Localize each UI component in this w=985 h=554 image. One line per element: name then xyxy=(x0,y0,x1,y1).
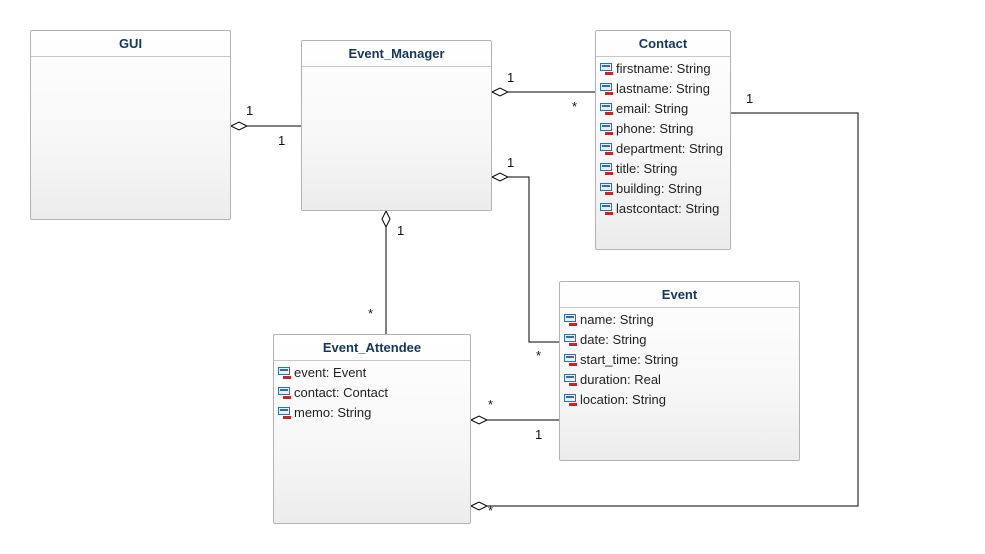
class-title: Event_Manager xyxy=(302,41,491,67)
class-event-attendee[interactable]: Event_Attendee event: Event contact: Con… xyxy=(273,334,471,524)
gui-aggregation-diamond xyxy=(229,121,249,131)
attribute-row[interactable]: title: String xyxy=(596,159,730,179)
attribute-row[interactable]: name: String xyxy=(560,310,799,330)
multiplicity-label: * xyxy=(572,99,578,114)
attribute-row[interactable]: email: String xyxy=(596,99,730,119)
multiplicity-label: * xyxy=(488,503,494,518)
attribute-label: memo: String xyxy=(294,405,372,420)
attribute-row[interactable]: event: Event xyxy=(274,363,470,383)
attribute-label: location: String xyxy=(580,392,666,407)
attribute-field-icon xyxy=(564,394,577,406)
class-title: GUI xyxy=(31,31,230,57)
attribute-field-icon xyxy=(600,63,613,75)
attribute-row[interactable]: building: String xyxy=(596,179,730,199)
attribute-row[interactable]: lastcontact: String xyxy=(596,199,730,219)
em-contact-aggregation-diamond xyxy=(490,87,510,97)
attribute-field-icon xyxy=(278,367,291,379)
attribute-field-icon xyxy=(600,163,613,175)
attribute-label: title: String xyxy=(616,161,678,176)
attribute-label: department: String xyxy=(616,141,723,156)
attribute-field-icon xyxy=(600,143,613,155)
attribute-label: name: String xyxy=(580,312,654,327)
attribute-label: contact: Contact xyxy=(294,385,388,400)
attribute-row[interactable]: contact: Contact xyxy=(274,383,470,403)
multiplicity-label: 1 xyxy=(278,133,286,148)
attribute-label: building: String xyxy=(616,181,702,196)
attribute-label: duration: Real xyxy=(580,372,661,387)
em-event-line xyxy=(508,176,560,343)
attribute-label: date: String xyxy=(580,332,647,347)
attribute-label: start_time: String xyxy=(580,352,679,367)
em-event-aggregation-diamond xyxy=(490,172,510,182)
attribute-row[interactable]: start_time: String xyxy=(560,350,799,370)
attribute-field-icon xyxy=(600,183,613,195)
attribute-field-icon xyxy=(278,407,291,419)
attribute-field-icon xyxy=(600,203,613,215)
attribute-field-icon xyxy=(600,83,613,95)
multiplicity-label: 1 xyxy=(397,223,405,238)
em-ea-aggregation-diamond xyxy=(381,209,391,229)
multiplicity-label: * xyxy=(368,306,374,321)
multiplicity-label: 1 xyxy=(535,427,543,442)
attribute-field-icon xyxy=(564,374,577,386)
attribute-row[interactable]: date: String xyxy=(560,330,799,350)
attribute-row[interactable]: phone: String xyxy=(596,119,730,139)
attribute-row[interactable]: duration: Real xyxy=(560,370,799,390)
class-title: Contact xyxy=(596,31,730,57)
attribute-field-icon xyxy=(564,334,577,346)
attribute-field-icon xyxy=(600,103,613,115)
attribute-row[interactable]: department: String xyxy=(596,139,730,159)
class-title: Event_Attendee xyxy=(274,335,470,361)
attribute-row[interactable]: firstname: String xyxy=(596,59,730,79)
attribute-field-icon xyxy=(564,314,577,326)
attribute-list: event: Event contact: Contact memo: Stri… xyxy=(274,361,470,423)
multiplicity-label: 1 xyxy=(507,155,515,170)
class-gui[interactable]: GUI xyxy=(30,30,231,220)
class-event-manager[interactable]: Event_Manager xyxy=(301,40,492,211)
multiplicity-label: 1 xyxy=(507,70,515,85)
attribute-row[interactable]: memo: String xyxy=(274,403,470,423)
attribute-label: firstname: String xyxy=(616,61,711,76)
attribute-field-icon xyxy=(600,123,613,135)
multiplicity-label: 1 xyxy=(746,91,754,106)
class-title: Event xyxy=(560,282,799,308)
contact-ea-line xyxy=(487,112,859,507)
attribute-field-icon xyxy=(564,354,577,366)
attribute-list: firstname: String lastname: String email… xyxy=(596,57,730,219)
ea-event-aggregation-diamond xyxy=(469,415,489,425)
multiplicity-label: * xyxy=(488,397,494,412)
attribute-label: lastname: String xyxy=(616,81,710,96)
attribute-row[interactable]: location: String xyxy=(560,390,799,410)
class-event[interactable]: Event name: String date: String start_ti… xyxy=(559,281,800,461)
attribute-label: phone: String xyxy=(616,121,694,136)
multiplicity-label: * xyxy=(536,348,542,363)
class-contact[interactable]: Contact firstname: String lastname: Stri… xyxy=(595,30,731,250)
attribute-row[interactable]: lastname: String xyxy=(596,79,730,99)
attribute-label: email: String xyxy=(616,101,689,116)
contact-ea-aggregation-diamond xyxy=(469,501,489,511)
attribute-field-icon xyxy=(278,387,291,399)
attribute-label: lastcontact: String xyxy=(616,201,720,216)
multiplicity-label: 1 xyxy=(246,103,254,118)
attribute-label: event: Event xyxy=(294,365,367,380)
attribute-list: name: String date: String start_time: St… xyxy=(560,308,799,410)
